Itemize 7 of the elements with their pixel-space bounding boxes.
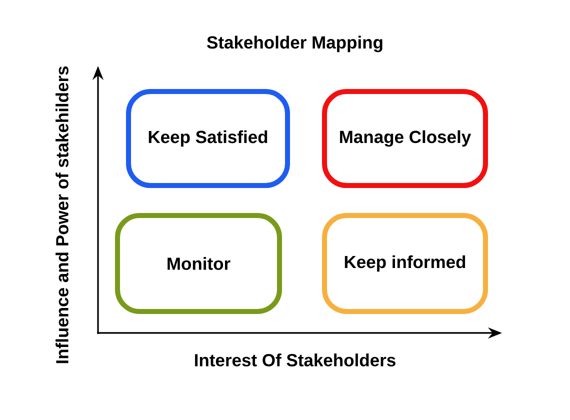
title: Stakeholder Mapping [207,36,382,52]
axis-label: Influence and Power of stakehilders [56,66,68,364]
rounded-box: Keep informed [322,213,488,314]
rounded-box: Keep Satisfied [126,89,290,188]
axis-label: Interest Of Stakeholders [195,354,396,366]
rounded-box: Manage Closely [322,89,488,188]
rounded-box: Monitor [115,213,282,314]
